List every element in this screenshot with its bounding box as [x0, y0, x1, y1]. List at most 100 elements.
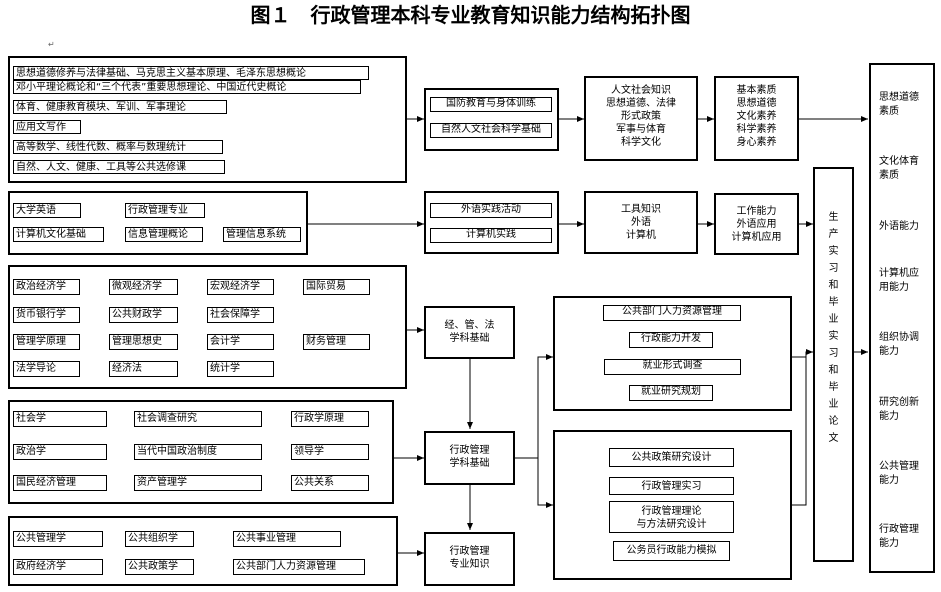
course-box: 公共事业管理	[233, 531, 341, 547]
outcome-line: 能力	[879, 475, 899, 486]
practice-box: 公共政策研究设计	[609, 448, 734, 467]
outcome-item: 公共管理 能力	[879, 460, 919, 488]
course-box: 自然、人文、健康、工具等公共选修课	[13, 160, 225, 174]
course-box: 国民经济管理	[13, 475, 107, 491]
quality-line: 外语应用	[736, 219, 777, 230]
outcome-line: 公共管理	[879, 461, 919, 472]
course-box: 公共政策学	[125, 559, 194, 575]
base-line: 学科基础	[449, 333, 490, 344]
knowledge-line: 思想道德、法律	[606, 98, 676, 109]
admin-base-box: 行政管理 学科基础	[424, 431, 515, 485]
base-line: 经、管、法	[444, 320, 495, 331]
outcome-line: 能力	[879, 538, 899, 549]
quality-line: 思想道德	[736, 98, 777, 109]
course-box: 国际贸易	[303, 279, 370, 295]
quality-line: 基本素质	[736, 85, 777, 96]
outcome-item: 文化体育 素质	[879, 155, 919, 183]
course-box: 公共关系	[291, 475, 369, 491]
practice-box: 自然人文社会科学基础	[430, 123, 552, 138]
special-courses-group	[8, 516, 398, 586]
econ-base-box: 经、管、法 学科基础	[424, 306, 515, 359]
knowledge-line: 人文社会知识	[611, 85, 671, 96]
practice-box: 公务员行政能力模拟	[613, 541, 730, 561]
outcome-item: 思想道德 素质	[879, 91, 919, 119]
course-box: 资产管理学	[134, 475, 262, 491]
diagram-title: 图１ 行政管理本科专业教育知识能力结构拓扑图	[250, 3, 691, 27]
course-box: 公共组织学	[125, 531, 194, 547]
outcome-line: 文化体育	[879, 156, 919, 167]
base-line: 行政管理	[449, 546, 490, 557]
course-box: 统计学	[207, 361, 274, 377]
practice-box: 外语实践活动	[430, 203, 552, 218]
humanities-knowledge-box: 人文社会知识 思想道德、法律 形式政策 军事与体育 科学文化	[584, 76, 698, 161]
quality-line: 计算机应用	[731, 232, 782, 243]
base-line: 专业知识	[449, 559, 490, 570]
knowledge-line: 军事与体育	[616, 124, 666, 135]
tools-practice-group	[424, 191, 559, 254]
outcome-line: 能力	[879, 346, 899, 357]
base-line: 学科基础	[449, 458, 490, 469]
practice-line: 与方法研究设计	[636, 519, 707, 530]
course-box: 公共财政学	[109, 307, 178, 323]
base-line: 行政管理	[449, 445, 490, 456]
course-box: 公共管理学	[13, 531, 103, 547]
outcome-item: 计算机应 用能力	[879, 267, 919, 295]
outcome-line: 外语能力	[879, 221, 919, 232]
course-box: 财务管理	[303, 334, 370, 350]
practice-box: 行政管理实习	[609, 477, 734, 495]
tools-courses-group	[8, 191, 308, 255]
outcome-item: 行政管理 能力	[879, 523, 919, 551]
course-box: 高等数学、线性代数、概率与数理统计	[13, 140, 223, 154]
course-box: 社会保障学	[207, 307, 274, 323]
practice-box: 行政管理理论 与方法研究设计	[609, 501, 734, 533]
course-box: 社会调查研究	[134, 411, 262, 427]
knowledge-line: 形式政策	[621, 111, 661, 122]
course-box: 应用文写作	[13, 120, 81, 134]
tools-knowledge-box: 工具知识 外语 计算机	[584, 191, 698, 254]
quality-line: 文化素养	[736, 111, 777, 122]
practice-box: 计算机实践	[430, 228, 552, 243]
work-ability-box: 工作能力 外语应用 计算机应用	[714, 193, 799, 255]
course-box: 计算机文化基础	[13, 227, 104, 242]
knowledge-line: 工具知识	[621, 204, 661, 215]
course-box: 微观经济学	[109, 279, 178, 295]
paragraph-mark: ↵	[48, 40, 55, 49]
outcome-line: 能力	[879, 411, 899, 422]
practice-line: 行政管理理论	[641, 506, 702, 517]
knowledge-line: 计算机	[626, 230, 656, 241]
course-box: 政府经济学	[13, 559, 103, 575]
quality-line: 身心素养	[736, 137, 777, 148]
course-box: 大学英语	[13, 203, 81, 218]
outcomes-box: 思想道德 素质 文化体育 素质 外语能力 计算机应 用能力 组织协调 能力 研究…	[869, 63, 935, 573]
course-box: 公共部门人力资源管理	[233, 559, 365, 575]
knowledge-line: 外语	[631, 217, 651, 228]
course-box: 体育、健康教育模块、军训、军事理论	[13, 100, 227, 114]
course-box: 管理思想史	[109, 334, 178, 350]
outcome-line: 素质	[879, 106, 899, 117]
special-knowledge-box: 行政管理 专业知识	[424, 532, 515, 586]
course-box: 信息管理概论	[125, 227, 203, 242]
course-box: 当代中国政治制度	[134, 444, 262, 460]
course-box: 邓小平理论概论和“三个代表”重要思想理论、中国近代史概论	[13, 80, 361, 94]
course-box: 会计学	[207, 334, 274, 350]
practice-box: 公共部门人力资源管理	[603, 305, 741, 321]
course-box: 政治经济学	[13, 279, 80, 295]
quality-line: 科学素养	[736, 124, 777, 135]
knowledge-line: 科学文化	[621, 137, 661, 148]
thesis-box: 生产实习和毕业实习和毕业论文	[813, 167, 854, 562]
practice-box: 行政能力开发	[629, 332, 713, 348]
course-box: 货币银行学	[13, 307, 80, 323]
practice-box: 就业形式调查	[604, 359, 741, 375]
outcome-line: 行政管理	[879, 524, 919, 535]
outcome-line: 计算机应	[879, 268, 919, 279]
practice-box: 国防教育与身体训练	[430, 97, 552, 112]
course-box: 社会学	[13, 411, 107, 427]
outcome-line: 组织协调	[879, 332, 919, 343]
course-box: 思想道德修养与法律基础、马克思主义基本原理、毛泽东思想概论	[13, 66, 369, 80]
course-box: 经济法	[109, 361, 178, 377]
course-box: 行政学原理	[291, 411, 369, 427]
outcome-item: 外语能力	[879, 220, 919, 234]
course-box: 管理信息系统	[223, 227, 301, 242]
course-box: 管理学原理	[13, 334, 80, 350]
course-box: 行政管理专业	[125, 203, 205, 218]
